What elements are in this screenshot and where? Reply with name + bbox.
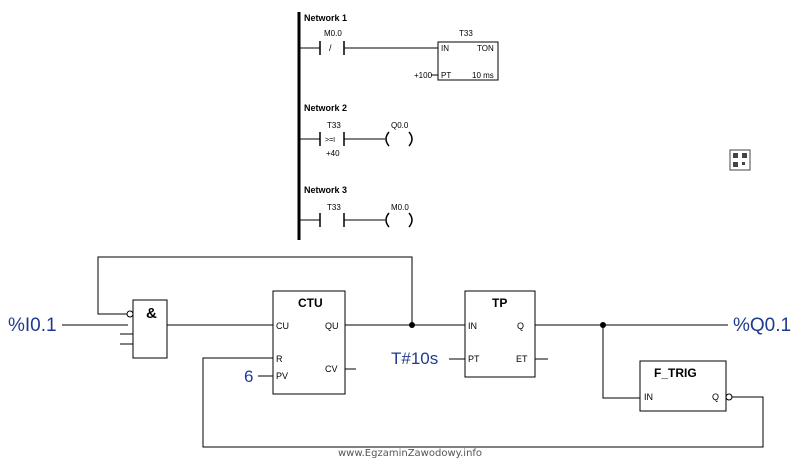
and-inverted-input-icon [126, 310, 134, 318]
timer-type: TON [477, 44, 494, 53]
network2-compare-address: T33 [327, 121, 341, 130]
tp-pin-et: ET [516, 354, 528, 364]
ftrig-pin-in: IN [644, 392, 653, 402]
tp-title: TP [492, 296, 507, 310]
tp-pin-in: IN [468, 321, 477, 331]
ftrig-block [639, 360, 727, 412]
network3-title: Network 3 [304, 185, 347, 195]
qu-junction-node [409, 322, 415, 328]
ftrig-pin-q: Q [712, 392, 719, 402]
network3-contact-address: T33 [327, 203, 341, 212]
tp-pt-value: T#10s [391, 349, 438, 368]
ctu-title: CTU [298, 296, 323, 310]
timer-preset-value: +100 [414, 71, 433, 80]
timer-pt-pin: PT [441, 71, 451, 80]
network1-contact-symbol: / [329, 43, 332, 53]
tp-pin-q: Q [517, 321, 524, 331]
network1-title: Network 1 [304, 13, 347, 23]
network3-coil-left [385, 212, 390, 228]
network2-title: Network 2 [304, 103, 347, 113]
network2-coil-right [408, 131, 413, 147]
and-block [132, 299, 168, 359]
and-block-label: & [146, 305, 157, 322]
tp-block [464, 290, 536, 378]
network3-coil-address: M0.0 [391, 203, 409, 212]
ctu-pv-value: 6 [244, 367, 253, 386]
timer-in-pin: IN [441, 44, 449, 53]
feedback-loop-top [97, 256, 413, 325]
network2-compare-symbol: >=I [325, 137, 335, 144]
ftrig-inverted-output-icon [725, 393, 733, 401]
ctu-pin-qu: QU [325, 321, 339, 331]
ctu-block [272, 290, 346, 395]
network2-coil-left [385, 131, 390, 147]
ladder-diagram: Network 1 M0.0 / T33 IN TON +100 PT 10 m… [297, 12, 499, 240]
network2-compare-value: +40 [326, 149, 340, 158]
qr-icon [729, 149, 751, 171]
ctu-pin-r: R [276, 354, 283, 364]
ctu-pin-cu: CU [276, 321, 289, 331]
network1-contact-address: M0.0 [324, 29, 342, 38]
watermark: www.EgzaminZawodowy.info [338, 448, 482, 459]
ctu-pin-pv: PV [276, 371, 288, 381]
timer-name: T33 [459, 29, 473, 38]
ftrig-input-wire [602, 325, 640, 399]
timer-block [437, 41, 499, 81]
tp-pin-pt: PT [468, 354, 480, 364]
network3-coil-right [408, 212, 413, 228]
network2-coil-address: Q0.0 [391, 121, 409, 130]
feedback-loop-bottom [202, 357, 764, 448]
input-label: %I0.1 [8, 315, 57, 336]
fbd-diagram: %I0.1 & CTU CU QU R PV CV 6 TP IN Q PT [8, 256, 791, 448]
ctu-pin-cv: CV [325, 364, 338, 374]
ftrig-title: F_TRIG [654, 366, 697, 380]
timer-resolution: 10 ms [472, 71, 494, 80]
output-label: %Q0.1 [733, 315, 791, 336]
